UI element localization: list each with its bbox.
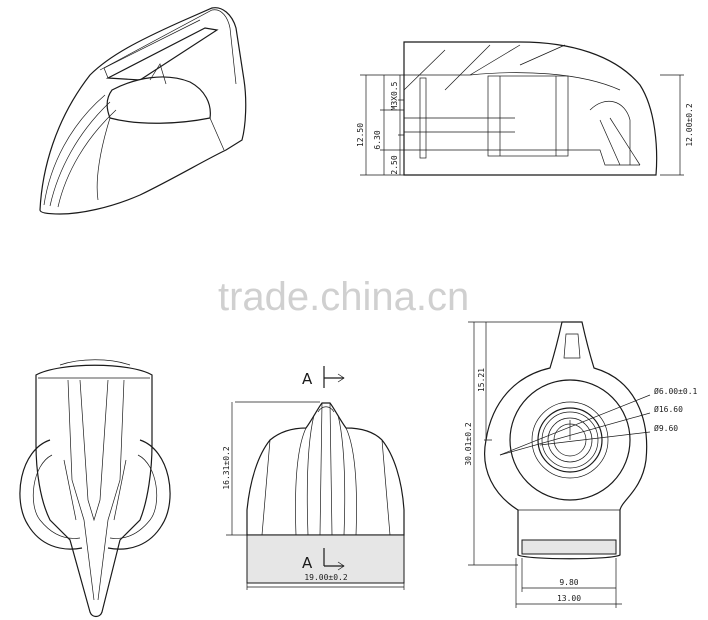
top-dim-9-80: 9.80 — [559, 578, 578, 587]
side-view-dimensions: 12.50 M3X0.5 6.30 2.50 12.00±0.2 — [356, 81, 694, 174]
top-view — [468, 321, 651, 608]
isometric-view — [39, 7, 247, 215]
top-dim-dia-16-6: Ø16.60 — [654, 404, 683, 414]
side-dim-6-30: 6.30 — [373, 130, 382, 149]
front-dim-width: 19.00±0.2 — [304, 573, 348, 582]
front-view — [226, 366, 405, 590]
top-dim-dia-6: Ø6.00±0.1 — [654, 386, 698, 396]
side-dim-12-50: 12.50 — [356, 123, 365, 147]
front-dim-height: 16.31±0.2 — [222, 446, 231, 490]
side-dim-12-00: 12.00±0.2 — [685, 103, 694, 147]
side-dim-2-50: 2.50 — [390, 155, 399, 174]
top-view-dimensions: 15.21 30.01±0.2 Ø6.00±0.1 Ø16.60 Ø9.60 9… — [464, 368, 698, 603]
section-mark-a-bottom: A — [302, 554, 313, 572]
top-dim-30-01: 30.01±0.2 — [464, 422, 473, 466]
top-dim-13-00: 13.00 — [557, 594, 581, 603]
watermark: trade.china.cn — [218, 275, 469, 319]
rear-view — [19, 359, 171, 618]
front-view-labels: A A 16.31±0.2 19.00±0.2 — [222, 370, 348, 582]
side-dim-thread: M3X0.5 — [390, 81, 399, 110]
top-dim-dia-9-6: Ø9.60 — [654, 423, 678, 433]
section-mark-a-top: A — [302, 370, 313, 388]
top-dim-15-21: 15.21 — [477, 368, 486, 392]
side-view — [360, 41, 684, 176]
